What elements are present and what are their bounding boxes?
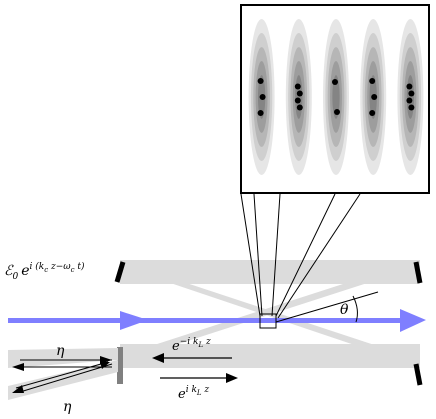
cavity-beam-diagonal-up [120, 264, 420, 358]
angle-label: θ [340, 302, 349, 318]
zoom-lines [240, 193, 361, 319]
atom-dot [332, 79, 338, 85]
atom-dot [406, 97, 413, 104]
atom-dot [408, 90, 415, 97]
pump-arrow-right [400, 309, 426, 332]
atom-dot [257, 110, 264, 116]
pump-arrow-left [120, 311, 148, 330]
angle-indicator [275, 291, 379, 323]
atom-cloud-box [259, 313, 277, 329]
atom-dot [371, 94, 378, 100]
site-shade [332, 75, 340, 119]
site-shade [406, 75, 415, 119]
lattice-site [323, 19, 349, 175]
atom-dot [294, 97, 301, 104]
atom-dot [406, 83, 413, 90]
cavity-beam-top [120, 260, 420, 284]
loss-label-lower: η [63, 399, 72, 415]
output-beams [8, 348, 118, 400]
atom-dot [369, 78, 376, 84]
wave-arrows [160, 357, 232, 379]
site-shade [295, 75, 303, 119]
backward-wave-arrowhead [152, 353, 164, 363]
mirror-top-right [413, 261, 423, 284]
backward-wave-label: e−i kL z [172, 337, 211, 354]
atom-dot [369, 110, 376, 116]
atom-dot [259, 94, 266, 100]
atom-dot [294, 83, 301, 90]
atom-dot [296, 90, 303, 97]
lattice-site [285, 19, 312, 175]
forward-wave-label: ei kL z [178, 385, 209, 402]
atom-dot [408, 104, 415, 111]
lattice-site [397, 19, 424, 175]
lattice-inset [240, 4, 430, 194]
atom-dot [257, 78, 264, 84]
loss-label-upper: η [56, 343, 65, 359]
pump-beam [8, 309, 426, 332]
mirror-top-left [114, 261, 126, 283]
atom-dot [296, 104, 303, 111]
lattice-inset-plot [248, 19, 424, 175]
forward-wave-arrowhead [226, 373, 238, 383]
mirror-bottom-right [413, 363, 423, 386]
cavity-beam-bottom [120, 344, 420, 368]
lattice-site [248, 19, 275, 175]
mirrors [114, 261, 423, 386]
lattice-site [360, 19, 387, 175]
atom-dot [334, 109, 340, 115]
